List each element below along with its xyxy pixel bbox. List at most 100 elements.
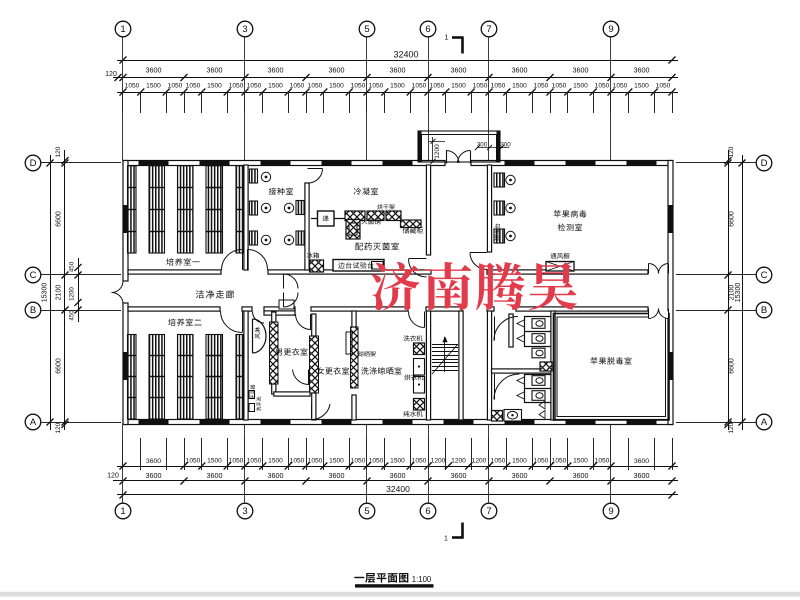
svg-text:3600: 3600 xyxy=(390,65,406,74)
svg-text:1500: 1500 xyxy=(573,83,588,90)
svg-text:1500: 1500 xyxy=(634,83,649,90)
svg-text:9: 9 xyxy=(608,506,613,517)
svg-text:1:100: 1:100 xyxy=(412,575,432,584)
svg-text:1050: 1050 xyxy=(247,83,262,90)
svg-text:D: D xyxy=(761,158,768,169)
svg-text:3600: 3600 xyxy=(634,458,649,465)
svg-text:C: C xyxy=(761,270,768,281)
svg-text:1050: 1050 xyxy=(412,83,427,90)
svg-text:1050: 1050 xyxy=(534,83,549,90)
svg-text:6: 6 xyxy=(425,24,430,35)
svg-text:1200: 1200 xyxy=(472,458,487,465)
svg-text:15300: 15300 xyxy=(735,283,742,303)
svg-text:9: 9 xyxy=(608,24,613,35)
svg-text:2100: 2100 xyxy=(55,285,62,301)
svg-text:120: 120 xyxy=(55,422,62,433)
svg-text:1050: 1050 xyxy=(290,458,305,465)
svg-text:1500: 1500 xyxy=(573,458,588,465)
svg-text:1050: 1050 xyxy=(430,83,445,90)
svg-text:3600: 3600 xyxy=(512,471,528,480)
svg-text:3600: 3600 xyxy=(573,65,589,74)
svg-text:1050: 1050 xyxy=(290,83,305,90)
svg-text:2100: 2100 xyxy=(728,285,735,301)
svg-text:1050: 1050 xyxy=(412,458,427,465)
svg-text:3: 3 xyxy=(242,506,247,517)
svg-text:120: 120 xyxy=(107,472,119,479)
svg-text:3600: 3600 xyxy=(573,471,589,480)
svg-text:6600: 6600 xyxy=(728,358,735,374)
svg-text:3600: 3600 xyxy=(634,65,650,74)
svg-text:1050: 1050 xyxy=(613,83,628,90)
svg-text:1050: 1050 xyxy=(308,83,323,90)
svg-text:D: D xyxy=(30,158,37,169)
svg-text:1050: 1050 xyxy=(369,83,384,90)
svg-text:1: 1 xyxy=(444,33,448,42)
svg-text:1200: 1200 xyxy=(434,144,441,159)
svg-text:3600: 3600 xyxy=(329,471,345,480)
svg-text:1050: 1050 xyxy=(168,83,183,90)
svg-text:3600: 3600 xyxy=(512,65,528,74)
svg-text:5: 5 xyxy=(364,24,369,35)
svg-text:1050: 1050 xyxy=(534,458,549,465)
svg-text:3600: 3600 xyxy=(634,471,650,480)
svg-text:3600: 3600 xyxy=(146,458,161,465)
svg-text:3: 3 xyxy=(242,24,247,35)
svg-text:A: A xyxy=(761,417,768,428)
svg-text:120: 120 xyxy=(728,146,735,157)
svg-text:120: 120 xyxy=(105,71,117,78)
svg-text:450: 450 xyxy=(69,310,76,321)
svg-text:1050: 1050 xyxy=(229,83,244,90)
svg-text:1050: 1050 xyxy=(473,83,488,90)
svg-text:1500: 1500 xyxy=(207,83,222,90)
svg-text:C: C xyxy=(30,270,37,281)
svg-text:A: A xyxy=(30,417,37,428)
svg-text:32400: 32400 xyxy=(393,50,418,60)
svg-text:6600: 6600 xyxy=(728,211,735,227)
svg-text:1500: 1500 xyxy=(329,83,344,90)
svg-text:1050: 1050 xyxy=(186,83,201,90)
svg-text:5: 5 xyxy=(364,506,369,517)
svg-text:3600: 3600 xyxy=(146,471,162,480)
svg-text:1: 1 xyxy=(444,535,448,542)
svg-text:1: 1 xyxy=(120,24,125,35)
svg-text:1200: 1200 xyxy=(431,458,446,465)
svg-text:1050: 1050 xyxy=(229,458,244,465)
svg-text:B: B xyxy=(761,305,767,316)
svg-text:1050: 1050 xyxy=(491,83,506,90)
svg-text:1500: 1500 xyxy=(390,458,405,465)
svg-text:7: 7 xyxy=(486,24,491,35)
svg-text:120: 120 xyxy=(728,422,735,433)
svg-text:1050: 1050 xyxy=(125,83,140,90)
svg-text:3600: 3600 xyxy=(390,471,406,480)
svg-text:1: 1 xyxy=(120,506,125,517)
svg-text:32400: 32400 xyxy=(386,484,410,494)
svg-text:1050: 1050 xyxy=(491,458,506,465)
svg-text:3600: 3600 xyxy=(207,65,223,74)
svg-text:3600: 3600 xyxy=(451,471,467,480)
svg-text:1500: 1500 xyxy=(329,458,344,465)
svg-text:300: 300 xyxy=(477,142,488,149)
svg-text:3600: 3600 xyxy=(207,471,223,480)
svg-text:1050: 1050 xyxy=(369,458,384,465)
svg-text:1200: 1200 xyxy=(451,458,466,465)
svg-text:7: 7 xyxy=(486,506,491,517)
svg-text:1500: 1500 xyxy=(268,83,283,90)
svg-text:3600: 3600 xyxy=(268,65,284,74)
svg-text:300: 300 xyxy=(500,142,511,149)
svg-text:6: 6 xyxy=(425,506,430,517)
svg-text:15300: 15300 xyxy=(41,283,48,303)
svg-text:B: B xyxy=(30,305,36,316)
svg-text:3600: 3600 xyxy=(329,65,345,74)
svg-text:1200: 1200 xyxy=(69,287,76,301)
svg-text:1050: 1050 xyxy=(656,83,671,90)
svg-text:450: 450 xyxy=(69,261,76,272)
svg-text:6600: 6600 xyxy=(55,358,62,374)
svg-text:1050: 1050 xyxy=(308,458,323,465)
svg-text:1050: 1050 xyxy=(552,83,567,90)
svg-text:1500: 1500 xyxy=(268,458,283,465)
svg-text:1500: 1500 xyxy=(390,83,405,90)
svg-text:1050: 1050 xyxy=(552,458,567,465)
svg-text:1050: 1050 xyxy=(595,83,610,90)
svg-text:1500: 1500 xyxy=(512,458,527,465)
svg-text:1050: 1050 xyxy=(186,458,201,465)
